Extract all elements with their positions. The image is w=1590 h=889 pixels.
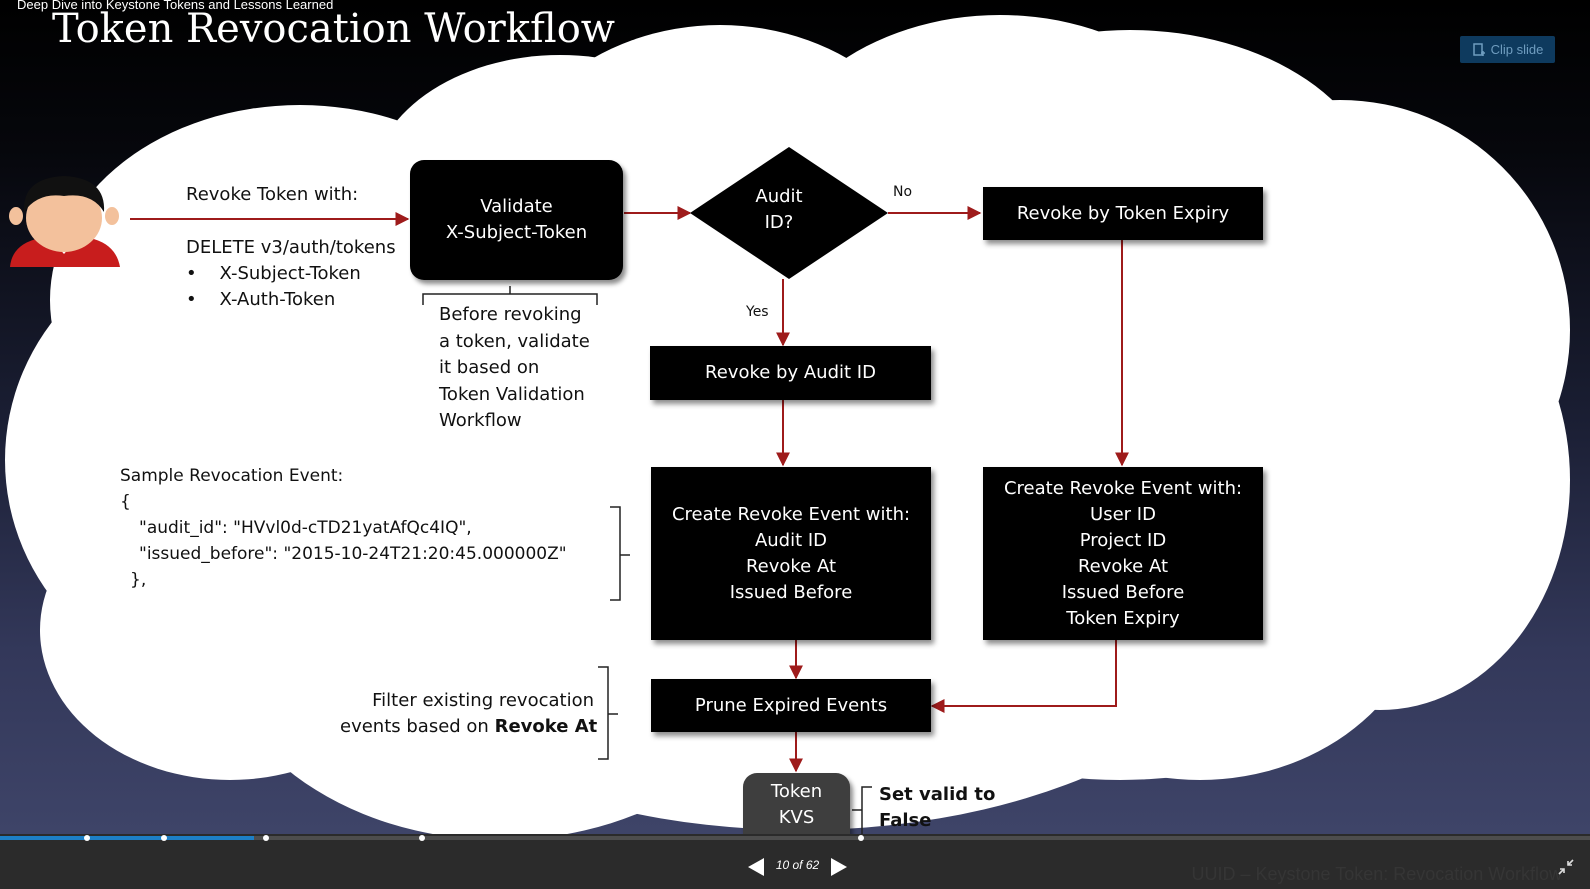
- revoke-audit-node: Revoke by Audit ID: [650, 346, 931, 400]
- note-line: Filter existing revocation: [372, 690, 594, 711]
- create-audit-event-node: Create Revoke Event with: Audit ID Revok…: [651, 467, 931, 640]
- node-line: Token: [770, 781, 823, 802]
- node-line: Issued Before: [729, 581, 853, 603]
- footer-slide-title: UUID – Keystone Token: Revocation Workfl…: [1191, 864, 1562, 884]
- progress-marker[interactable]: [263, 835, 269, 841]
- prev-arrow-icon[interactable]: [746, 857, 766, 877]
- clip-slide-label: Clip slide: [1490, 42, 1544, 57]
- validate-node: Validate X-Subject-Token: [410, 160, 623, 280]
- flow-arrows: [130, 147, 1129, 834]
- progress-fill: [0, 836, 255, 840]
- sample-line: },: [130, 570, 147, 590]
- exit-fullscreen-icon[interactable]: [1558, 859, 1574, 875]
- node-line: X-Subject-Token: [445, 222, 588, 243]
- audit-decision-label: Audit ID?: [729, 184, 829, 236]
- bullet-item: • X-Subject-Token: [186, 263, 361, 284]
- node-line: Audit ID: [754, 529, 828, 551]
- slide-stage: Deep Dive into Keystone Tokens and Lesso…: [0, 0, 1590, 834]
- sample-heading: Sample Revocation Event:: [120, 466, 344, 486]
- node-line: User ID: [1090, 503, 1156, 525]
- node-line: Create Revoke Event with:: [671, 503, 911, 525]
- page-counter: 10 of 62: [775, 858, 820, 872]
- slide-title: Token Revocation Workflow: [52, 6, 616, 52]
- progress-marker[interactable]: [419, 835, 425, 841]
- deck-title: Deep Dive into Keystone Tokens and Lesso…: [17, 0, 334, 12]
- node-line: Create Revoke Event with:: [1003, 477, 1243, 499]
- note-line: it based on: [439, 357, 540, 378]
- node-line: ID?: [764, 212, 794, 233]
- note-line: False: [879, 810, 932, 831]
- node-line: Audit: [755, 186, 803, 207]
- note-line: events based on Revoke At: [340, 716, 598, 737]
- node-line: KVS: [778, 807, 815, 828]
- player-bar: [0, 834, 1590, 889]
- prune-node: Prune Expired Events: [651, 679, 931, 732]
- edge-label-yes: Yes: [746, 304, 769, 320]
- node-line: Revoke At: [745, 555, 837, 577]
- progress-track[interactable]: [0, 836, 1590, 840]
- token-kvs-node: Token KVS: [743, 773, 850, 834]
- note-line: Before revoking: [439, 304, 582, 325]
- revoke-expiry-node: Revoke by Token Expiry: [983, 187, 1263, 240]
- note-line: a token, validate: [439, 330, 590, 352]
- edge-label-no: No: [893, 184, 913, 200]
- audit-decision-diamond: [690, 147, 888, 279]
- sample-line: {: [120, 492, 131, 512]
- node-line: Validate: [480, 196, 553, 217]
- validate-note: Before revoking a token, validate it bas…: [439, 302, 590, 435]
- clip-slide-button[interactable]: Clip slide: [1460, 36, 1555, 63]
- sample-line: "issued_before": "2015-10-24T21:20:45.00…: [139, 544, 567, 564]
- progress-marker[interactable]: [161, 835, 167, 841]
- note-line: Set valid to: [879, 784, 996, 805]
- set-valid-note: Set valid to False: [879, 782, 995, 834]
- bullet-item: • X-Auth-Token: [186, 289, 336, 310]
- progress-marker[interactable]: [858, 835, 864, 841]
- note-line: Workflow: [439, 410, 522, 431]
- node-line: Revoke At: [1077, 555, 1169, 577]
- revoke-heading: Revoke Token with:: [186, 184, 359, 205]
- user-avatar-icon: [9, 176, 120, 267]
- delete-endpoint: DELETE v3/auth/tokens: [186, 237, 396, 258]
- sample-line: "audit_id": "HVvl0d-cTD21yatAfQc4IQ",: [139, 518, 472, 538]
- create-expiry-event-node: Create Revoke Event with: User ID Projec…: [983, 467, 1263, 640]
- filter-note: Filter existing revocation events based …: [340, 688, 598, 740]
- note-line: Token Validation: [439, 383, 585, 405]
- node-line: Token Expiry: [1066, 607, 1180, 629]
- progress-marker[interactable]: [84, 835, 90, 841]
- node-line: Project ID: [1079, 529, 1167, 551]
- next-arrow-icon[interactable]: [829, 857, 849, 877]
- node-line: Issued Before: [1061, 581, 1185, 603]
- clip-icon: [1472, 42, 1485, 56]
